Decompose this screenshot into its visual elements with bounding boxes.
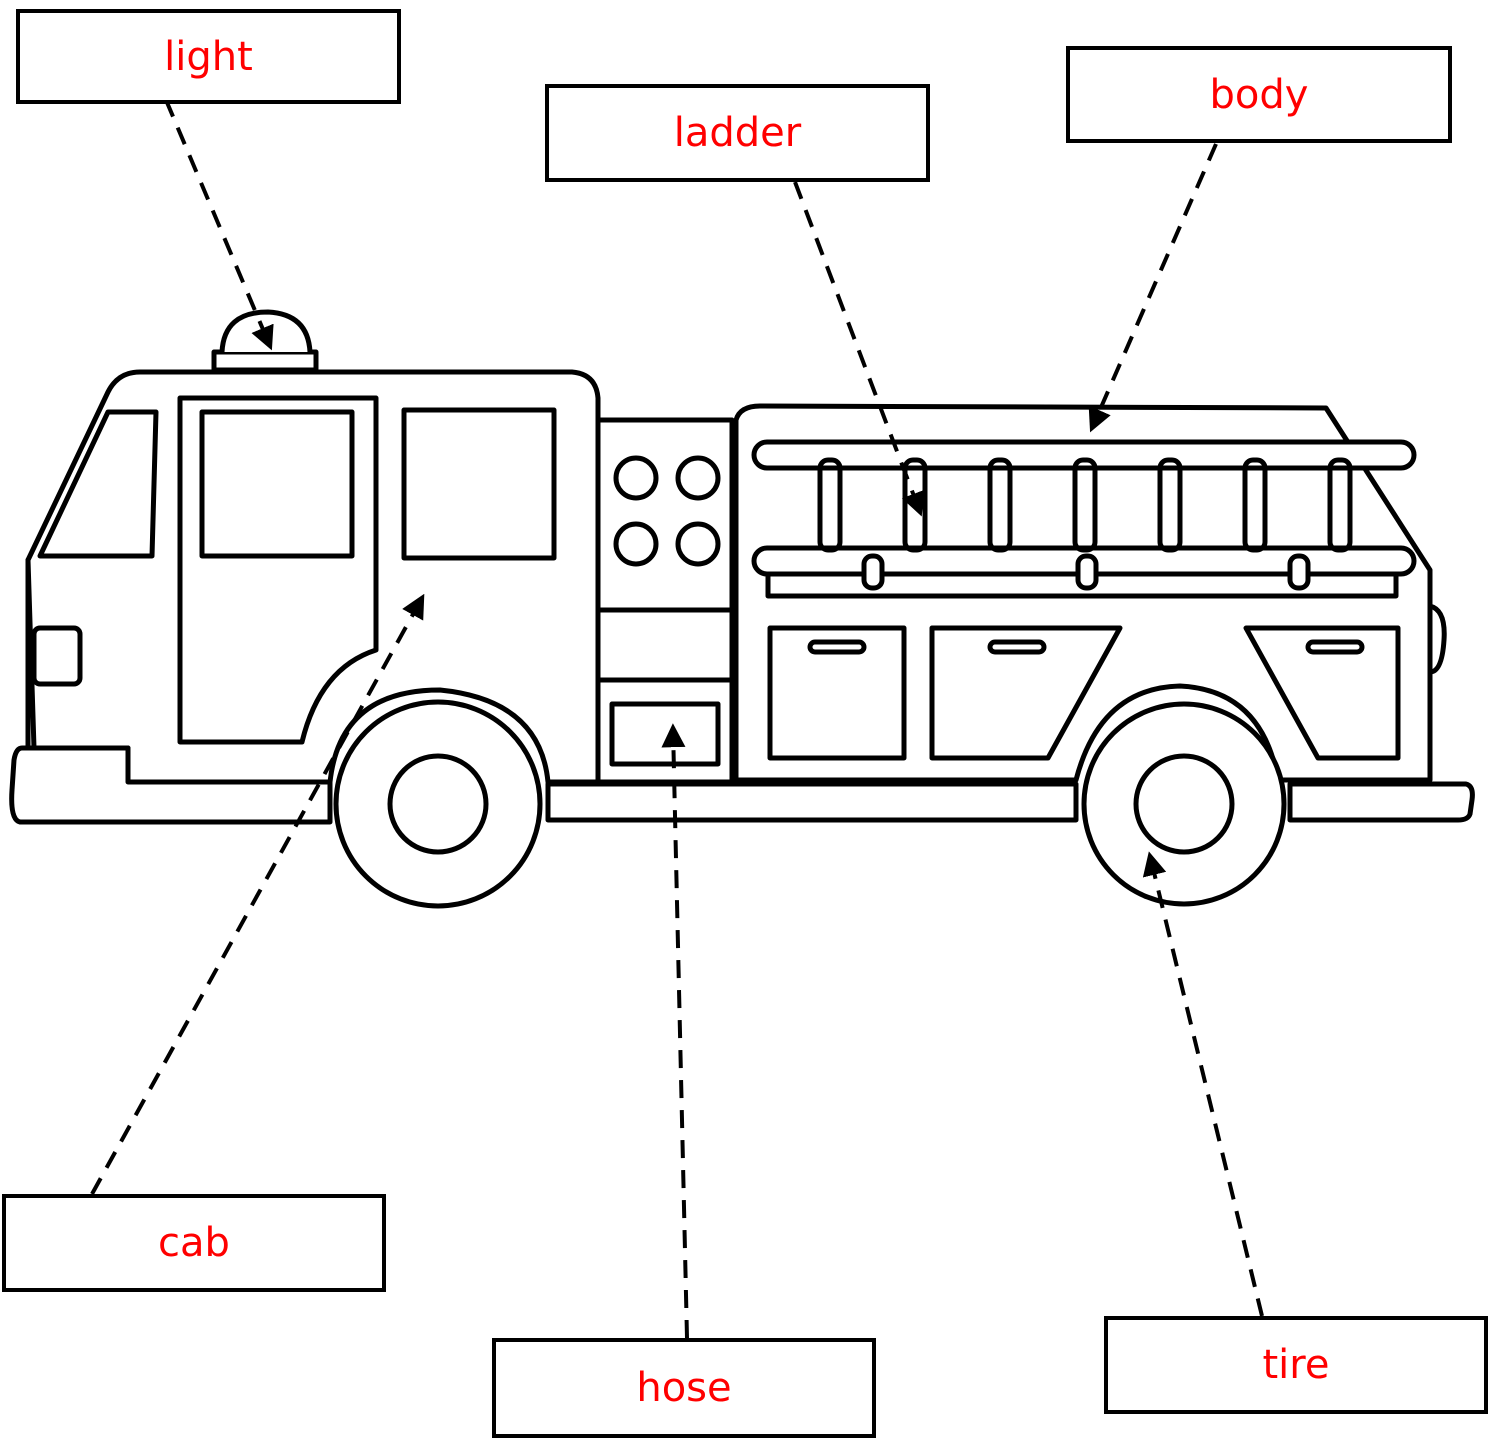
label-box-ladder: ladder (545, 84, 930, 182)
fire-truck-drawing (12, 312, 1473, 906)
leader-line-light (166, 100, 270, 346)
leader-line-body (1092, 144, 1216, 428)
leader-line-tire (1150, 856, 1262, 1316)
label-box-light: light (16, 9, 401, 104)
label-box-hose: hose (492, 1338, 876, 1438)
rear-wheel (1084, 704, 1284, 904)
label-cab: cab (158, 1223, 230, 1263)
beacon-light (214, 312, 316, 370)
cab-drawing (28, 372, 598, 782)
pump-panel (598, 420, 732, 782)
label-tire: tire (1263, 1345, 1330, 1385)
front-wheel (336, 702, 540, 906)
label-ladder: ladder (674, 113, 801, 153)
label-hose: hose (636, 1368, 731, 1408)
label-box-body: body (1066, 46, 1452, 143)
label-body: body (1210, 75, 1309, 115)
label-box-tire: tire (1104, 1316, 1488, 1414)
label-box-cab: cab (2, 1194, 386, 1292)
label-light: light (164, 37, 253, 77)
